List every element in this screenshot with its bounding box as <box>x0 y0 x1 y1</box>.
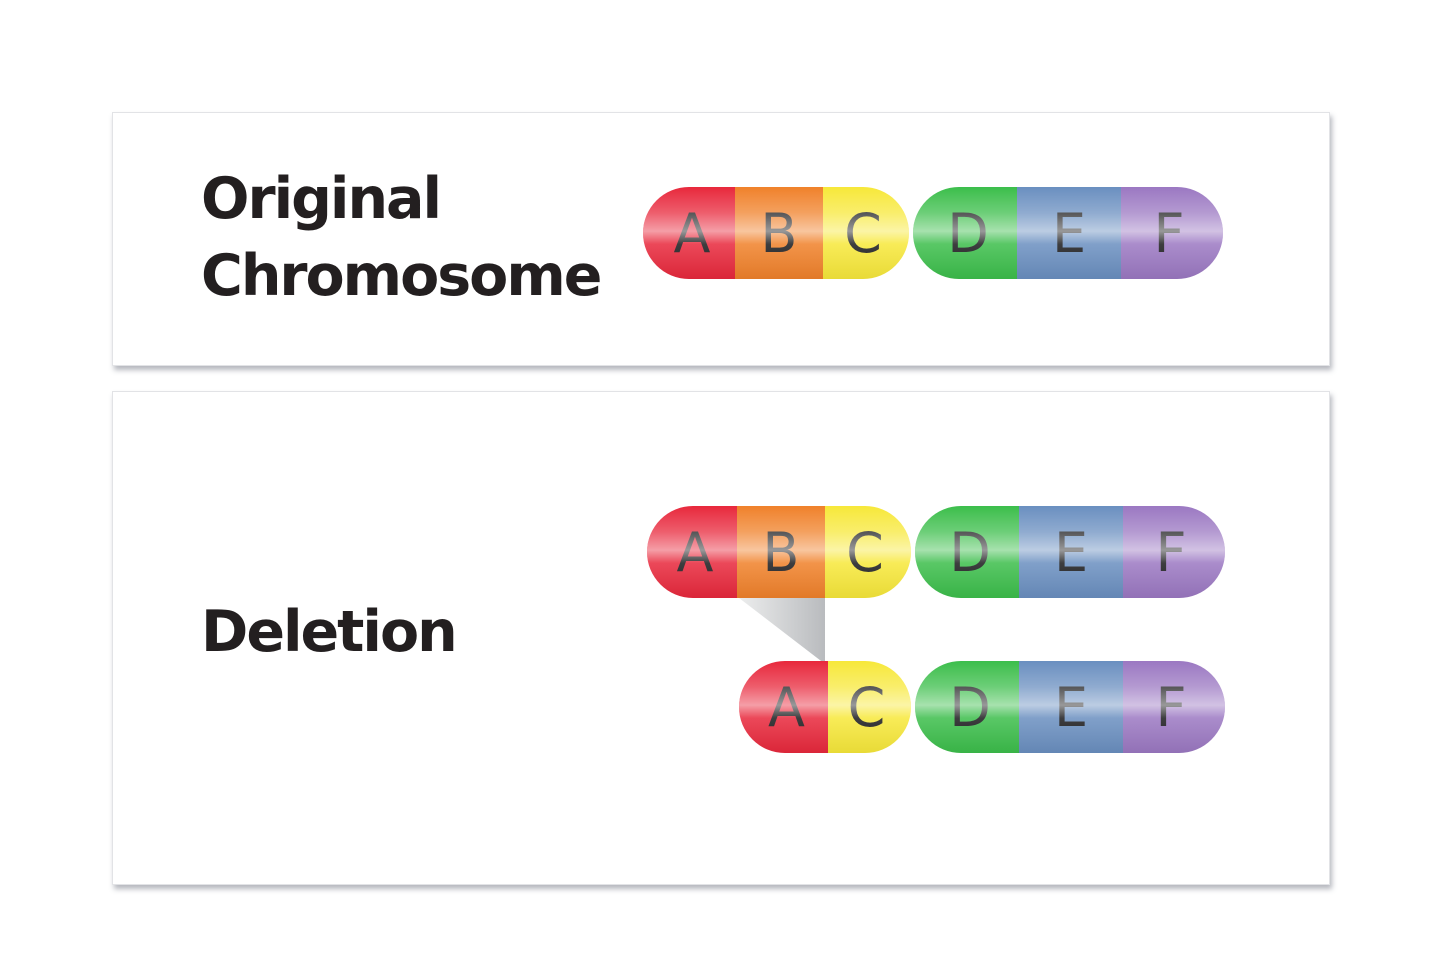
gene-a: A <box>643 187 735 279</box>
gene-a: A <box>739 661 828 753</box>
gene-d: D <box>915 661 1019 753</box>
chromosome-arm-left: A B C <box>647 506 911 598</box>
gene-b: B <box>734 187 823 279</box>
chromosome-arm-left: A C <box>739 661 911 753</box>
gene-f: F <box>1123 506 1225 598</box>
gene-e: E <box>1019 661 1123 753</box>
chromosome-before-deletion: A B C D E F <box>647 506 1229 598</box>
chromosome-arm-left: A B C <box>643 187 909 279</box>
gene-c: C <box>827 661 911 753</box>
chromosome-arm-right: D E F <box>915 661 1225 753</box>
deletion-connector-shape <box>739 598 825 664</box>
gene-f: F <box>1123 661 1225 753</box>
original-label-line2: Chromosome <box>201 243 602 309</box>
original-label-line1: Original <box>201 166 442 232</box>
gene-d: D <box>915 506 1019 598</box>
gene-c: C <box>824 506 911 598</box>
chromosome-arm-right: D E F <box>915 506 1225 598</box>
gene-a: A <box>647 506 737 598</box>
deletion-label: Deletion <box>201 599 458 665</box>
gene-c: C <box>822 187 909 279</box>
gene-f: F <box>1121 187 1223 279</box>
chromosome-after-deletion: A C D E F <box>739 661 1229 753</box>
deletion-panel: Deletion A B C D E F A C D E <box>112 391 1330 885</box>
gene-e: E <box>1019 506 1123 598</box>
gene-d: D <box>913 187 1017 279</box>
gene-e: E <box>1017 187 1121 279</box>
gene-b: B <box>737 506 825 598</box>
original-chromosome-panel: Original Chromosome A B C D E F <box>112 112 1330 366</box>
chromosome-arm-right: D E F <box>913 187 1223 279</box>
original-chromosome: A B C D E F <box>643 187 1227 279</box>
